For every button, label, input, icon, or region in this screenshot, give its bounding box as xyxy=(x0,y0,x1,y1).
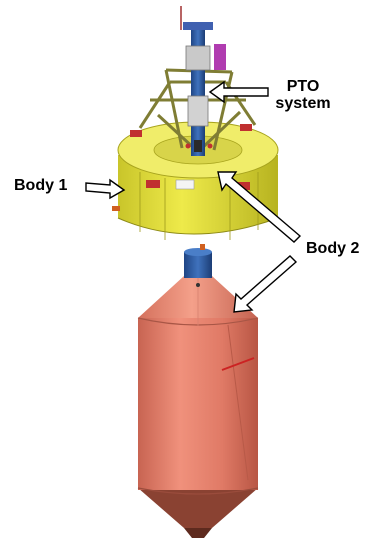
pto-magenta-module xyxy=(214,44,226,70)
float-red-pad xyxy=(130,130,142,137)
spar-body xyxy=(138,276,258,538)
float-orange-lug xyxy=(112,206,120,211)
column-top xyxy=(184,248,212,256)
spar-bottom-tip xyxy=(184,528,212,538)
spar-top-bolt xyxy=(196,283,200,287)
float-hatch xyxy=(176,180,194,189)
pto-bolt xyxy=(186,144,191,149)
pto-bolt xyxy=(208,144,213,149)
body2-label: Body 2 xyxy=(306,240,359,258)
pto-lower-block xyxy=(194,140,202,152)
pto-housing xyxy=(186,46,210,70)
float-red-pad xyxy=(240,124,252,131)
pto-system-label: PTO system xyxy=(268,78,338,112)
pto-label-line2: system xyxy=(268,95,338,112)
float-red-pad xyxy=(146,180,160,188)
pto-top-plate xyxy=(183,22,213,30)
connecting-column xyxy=(184,248,212,278)
pto-label-line1: PTO xyxy=(268,78,338,95)
pto-generator xyxy=(188,96,208,126)
spar-cylinder xyxy=(138,318,258,490)
float-orange-lug xyxy=(200,244,205,250)
body1-label: Body 1 xyxy=(14,177,67,195)
body2-arrow-lower xyxy=(234,256,296,312)
